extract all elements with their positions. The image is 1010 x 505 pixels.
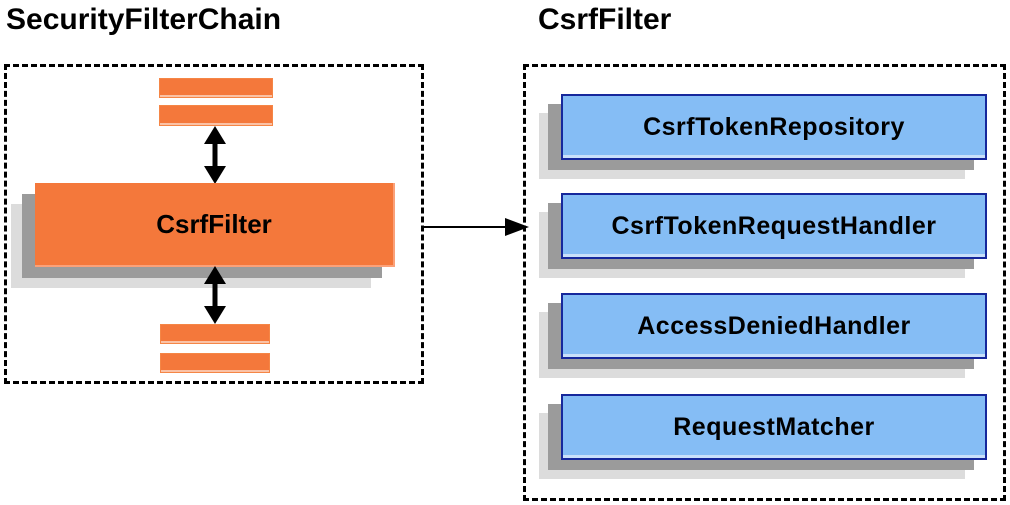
component-label: CsrfTokenRequestHandler <box>611 211 937 240</box>
csrf-filter-components-container <box>523 64 1006 501</box>
component-box-access-denied-handler: AccessDeniedHandler <box>561 293 987 359</box>
csrf-filter-box: CsrfFilter <box>35 183 395 267</box>
component-label: CsrfTokenRepository <box>643 112 905 141</box>
component-box-request-matcher: RequestMatcher <box>561 394 987 460</box>
filter-stub-bar-bottom-1 <box>160 324 270 344</box>
filter-stub-bar-top-2 <box>159 105 273 126</box>
filter-stub-bar-bottom-2 <box>160 353 270 373</box>
security-filter-chain-container <box>4 64 424 384</box>
csrf-filter-box-label: CsrfFilter <box>156 208 272 239</box>
double-headed-arrow-icon-top <box>204 126 226 184</box>
double-headed-arrow-icon-bottom <box>204 266 226 324</box>
component-box-csrf-token-repository: CsrfTokenRepository <box>561 94 987 160</box>
security-filter-chain-title: SecurityFilterChain <box>6 3 282 36</box>
component-label: RequestMatcher <box>673 412 875 441</box>
filter-stub-bar-top-1 <box>159 78 273 98</box>
component-label: AccessDeniedHandler <box>637 311 911 340</box>
right-arrow-icon <box>424 218 529 236</box>
csrf-filter-title: CsrfFilter <box>538 3 672 36</box>
component-box-csrf-token-request-handler: CsrfTokenRequestHandler <box>561 193 987 259</box>
